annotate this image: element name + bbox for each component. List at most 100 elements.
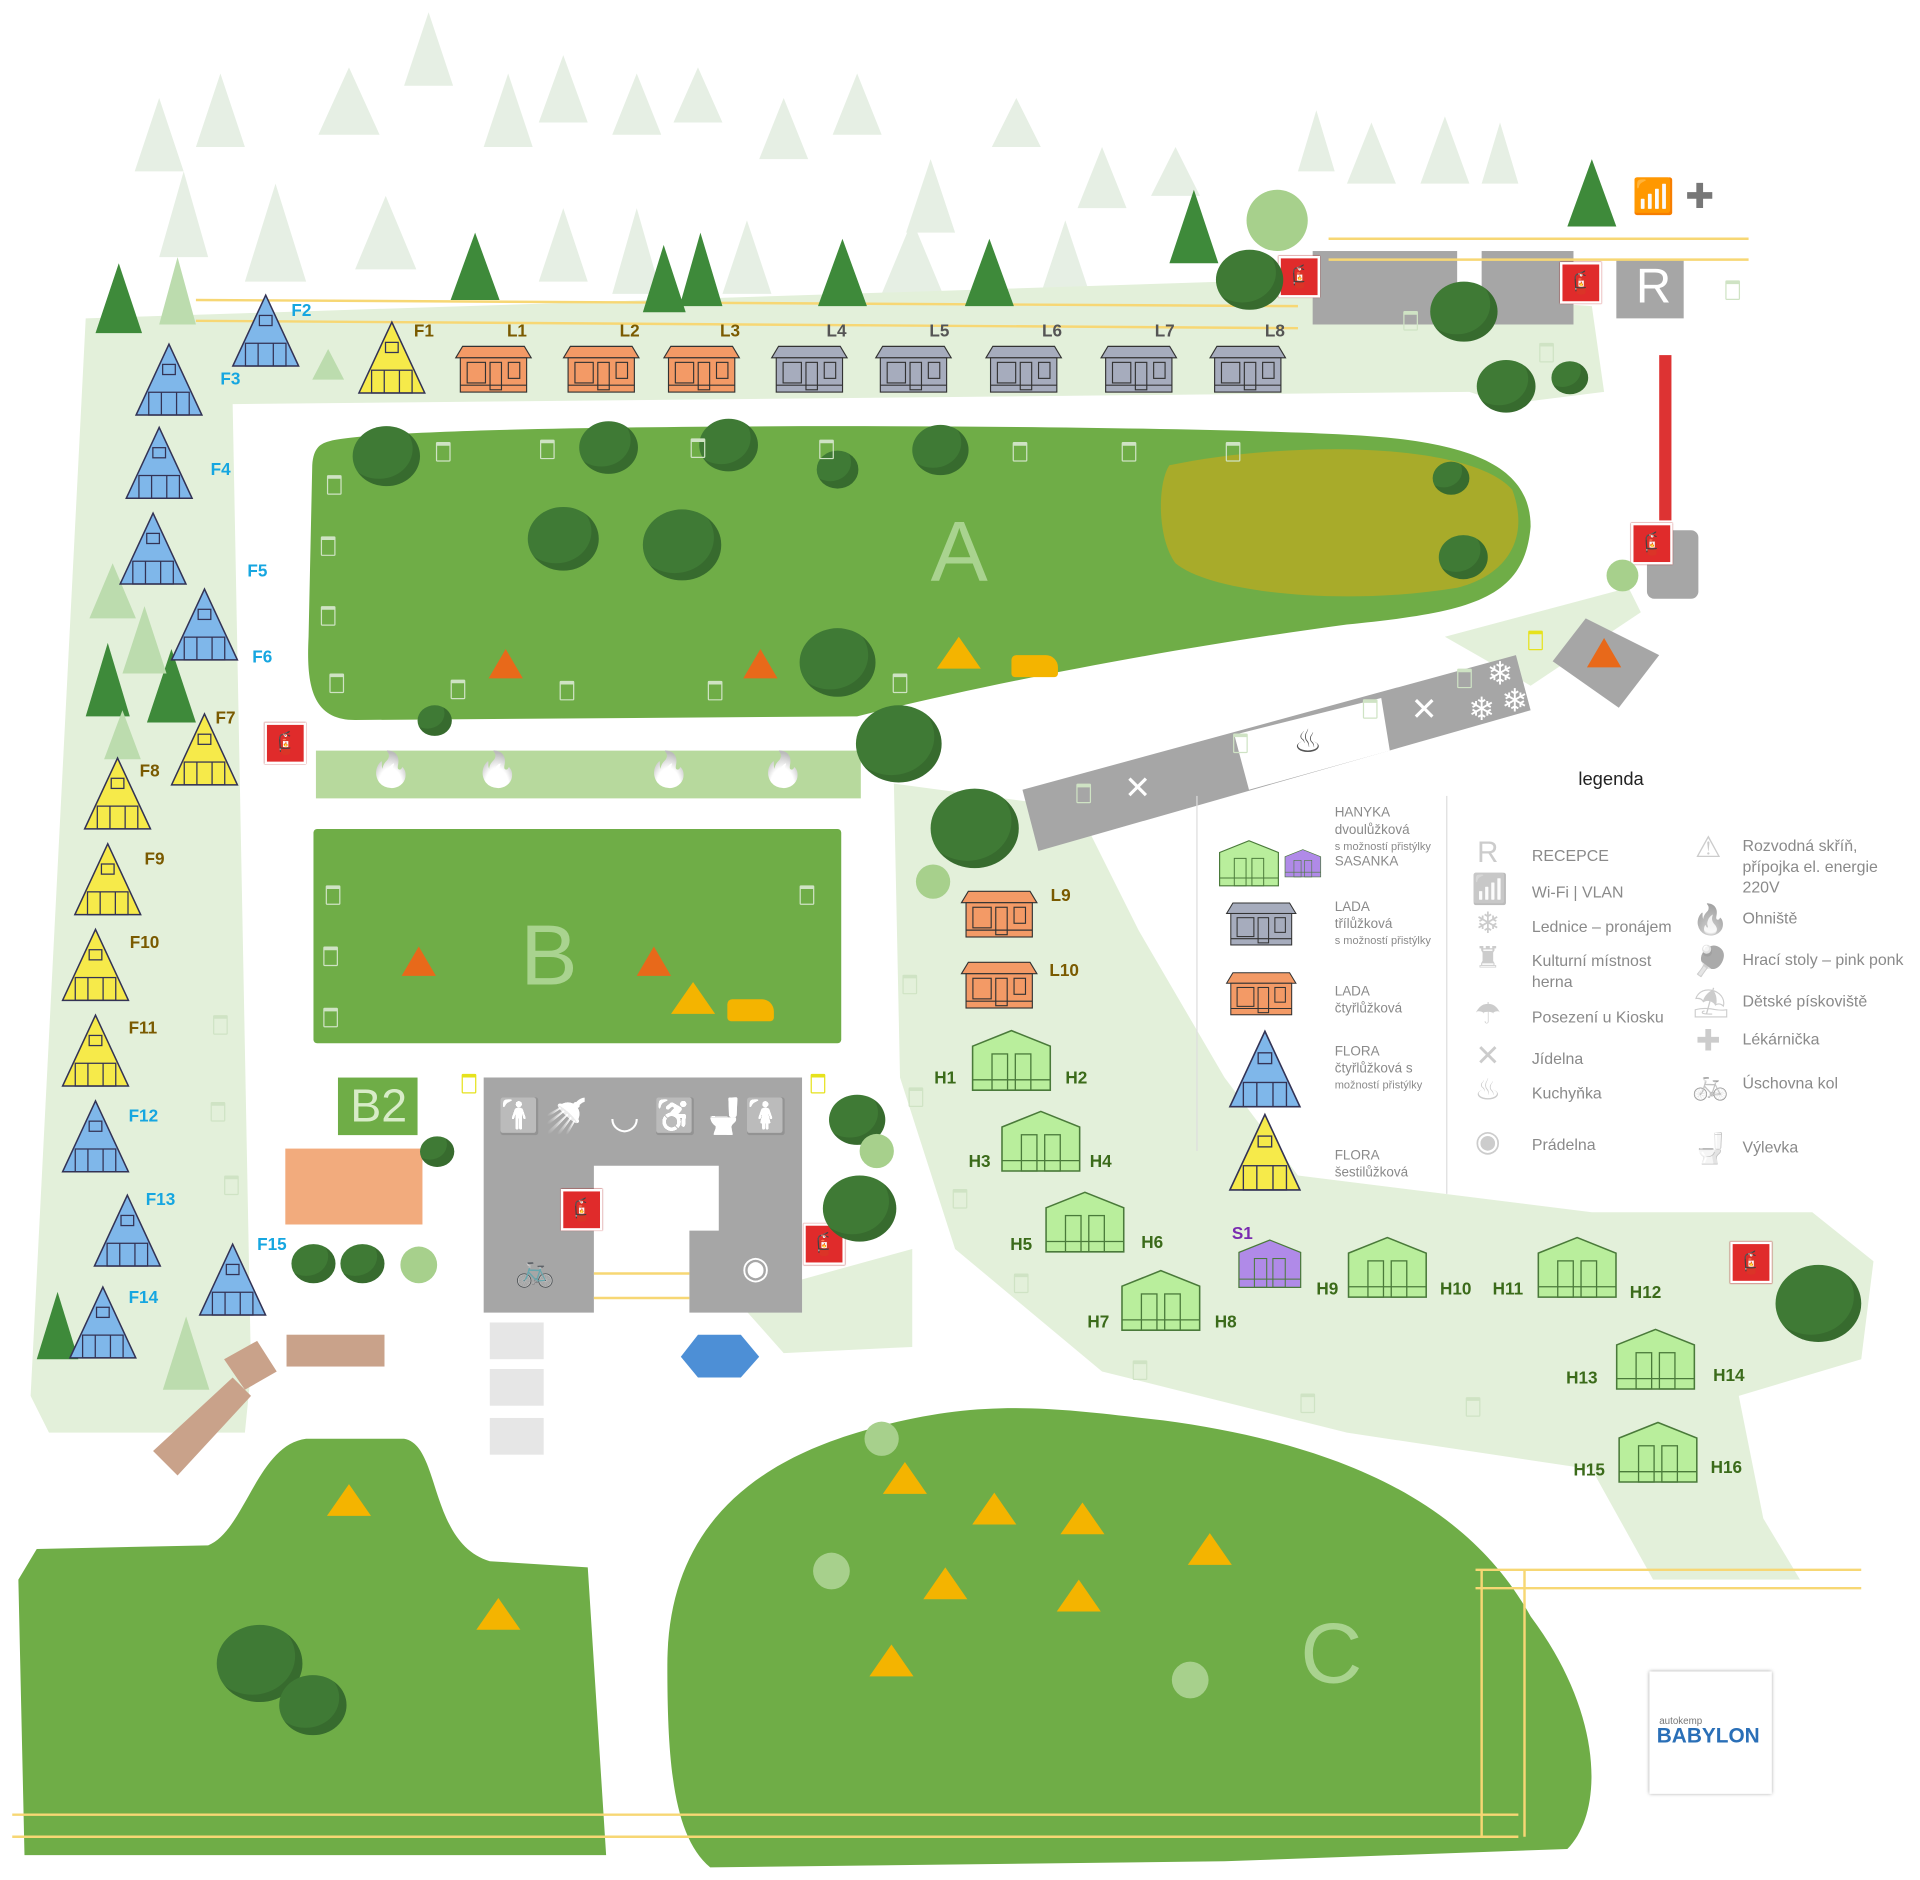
trash-bin-icon (320, 606, 336, 626)
cabin-h15-h16[interactable] (1613, 1419, 1704, 1485)
sandpit-icon: ⛱ (1692, 986, 1730, 1021)
fire-extinguisher-icon: 🧯 (560, 1188, 603, 1231)
legend-facility-label: Prádelna (1531, 1135, 1596, 1154)
cabin-l2[interactable] (561, 344, 642, 395)
cabin-f5[interactable] (115, 511, 191, 587)
trash-bin-icon (224, 1175, 239, 1196)
cabin-label: F7 (215, 707, 236, 728)
cabin-f15[interactable] (195, 1242, 271, 1318)
trash-bin-icon (320, 536, 336, 556)
bush-icon (799, 628, 876, 697)
cabin-l4[interactable] (769, 344, 850, 395)
campfire-icon: 🔥 (476, 750, 520, 789)
bush-icon (340, 1244, 385, 1284)
tent-icon (869, 1644, 914, 1677)
bush-icon (642, 509, 722, 580)
bush-icon (527, 506, 599, 571)
cabin-f13[interactable] (89, 1193, 165, 1269)
cabin-label: L10 (1049, 960, 1079, 980)
cabin-f6[interactable] (167, 587, 243, 663)
tent-icon (1056, 1579, 1101, 1612)
bush-icon (912, 424, 969, 476)
cabin-l8[interactable] (1207, 344, 1288, 395)
cabin-l10[interactable] (959, 960, 1040, 1011)
tent-icon (936, 636, 981, 669)
trash-bin-icon (902, 974, 918, 995)
trash-bin-icon (1457, 668, 1472, 689)
cabin-label: F13 (145, 1188, 176, 1209)
light-bush-icon (1246, 189, 1308, 252)
bush-icon (1438, 535, 1488, 580)
cabin-f8[interactable] (80, 756, 156, 832)
zone-c-area (667, 1408, 1592, 1868)
bush-icon (930, 788, 1019, 868)
trash-bin-icon (323, 946, 338, 967)
legend-cabin-note: s možností přistýlky (1334, 840, 1431, 853)
trash-bin-icon (329, 673, 345, 694)
first-aid-icon: ✚ (1695, 1024, 1721, 1058)
trash-bin-icon (1300, 1393, 1316, 1414)
cabin-label: H5 (1010, 1234, 1033, 1254)
legend-cabin-name: FLORA (1334, 1148, 1380, 1164)
cabin-label: H6 (1141, 1231, 1164, 1252)
trash-bin-icon (1132, 1360, 1148, 1381)
trash-bin-icon (210, 1102, 226, 1122)
light-bush-icon (813, 1552, 850, 1590)
trash-bin-icon (1403, 311, 1418, 331)
cabin-label: F12 (128, 1105, 159, 1126)
bush-icon (699, 418, 758, 472)
cabin-l7[interactable] (1098, 344, 1179, 395)
cabin-f10[interactable] (58, 927, 134, 1003)
fire-extinguisher-icon: 🧯 (1560, 262, 1602, 304)
bush-icon (1476, 360, 1536, 413)
cabin-l3[interactable] (661, 344, 742, 395)
wifi-tower-icon: 📶 (1632, 177, 1675, 216)
legend-cabin-name: LADA (1334, 984, 1370, 1000)
trash-bin-icon (908, 1087, 924, 1107)
electric-box-icon: ⚠ (1694, 831, 1722, 865)
cutlery-icon: ✕ (1124, 768, 1151, 806)
cabin-f12[interactable] (58, 1098, 134, 1174)
cabin-h3-h4[interactable] (996, 1108, 1087, 1174)
campfire-icon: 🔥 (1692, 903, 1729, 937)
chemical-toilet-icon: 🚽 (1692, 1132, 1729, 1166)
light-trees (89, 257, 345, 1390)
cabin-h9-h10[interactable] (1342, 1234, 1433, 1300)
zone-b2-sign (337, 1077, 418, 1136)
bush-icon (1775, 1264, 1862, 1343)
cabin-f14[interactable] (65, 1285, 141, 1361)
cabin-f1[interactable] (354, 320, 430, 396)
trash-bin-icon (892, 673, 908, 694)
legend-amenity-label: Úschovna kol (1742, 1073, 1839, 1093)
cabin-label: F15 (257, 1234, 287, 1254)
cabin-f2[interactable] (228, 293, 304, 369)
cabin-label: L5 (929, 320, 950, 341)
cabin-h13-h14[interactable] (1610, 1326, 1701, 1392)
tent-icon (476, 1597, 521, 1630)
tent-icon (882, 1462, 927, 1494)
cabin-l5[interactable] (873, 344, 954, 395)
cabin-l9[interactable] (959, 889, 1040, 940)
cabin-s1[interactable] (1229, 1238, 1310, 1289)
cabin-h11-h12[interactable] (1532, 1234, 1623, 1300)
cabin-h1-h2[interactable] (966, 1027, 1057, 1093)
sink-icon: ◡ (609, 1097, 640, 1136)
cabin-f4[interactable] (121, 425, 197, 501)
cabin-f9[interactable] (70, 841, 146, 917)
zone-label-b: B (520, 907, 578, 1003)
cabin-label: H16 (1710, 1457, 1743, 1477)
snowflake-icon: ❄ (1468, 690, 1495, 728)
cabin-h7-h8[interactable] (1116, 1267, 1207, 1333)
tent-icon (326, 1484, 372, 1516)
cabin-l6[interactable] (983, 344, 1064, 395)
cabin-l1[interactable] (453, 344, 534, 395)
cabin-f7[interactable] (167, 711, 243, 787)
fire-extinguisher-icon: 🧯 (1730, 1241, 1772, 1284)
cabin-h5-h6[interactable] (1040, 1189, 1131, 1255)
entry-path (153, 1377, 252, 1476)
cabin-f3[interactable] (131, 342, 207, 418)
cabin-f11[interactable] (58, 1013, 134, 1089)
legend-divider (1446, 795, 1448, 1194)
legend-facility-label: Lednice – pronájem (1531, 917, 1672, 936)
